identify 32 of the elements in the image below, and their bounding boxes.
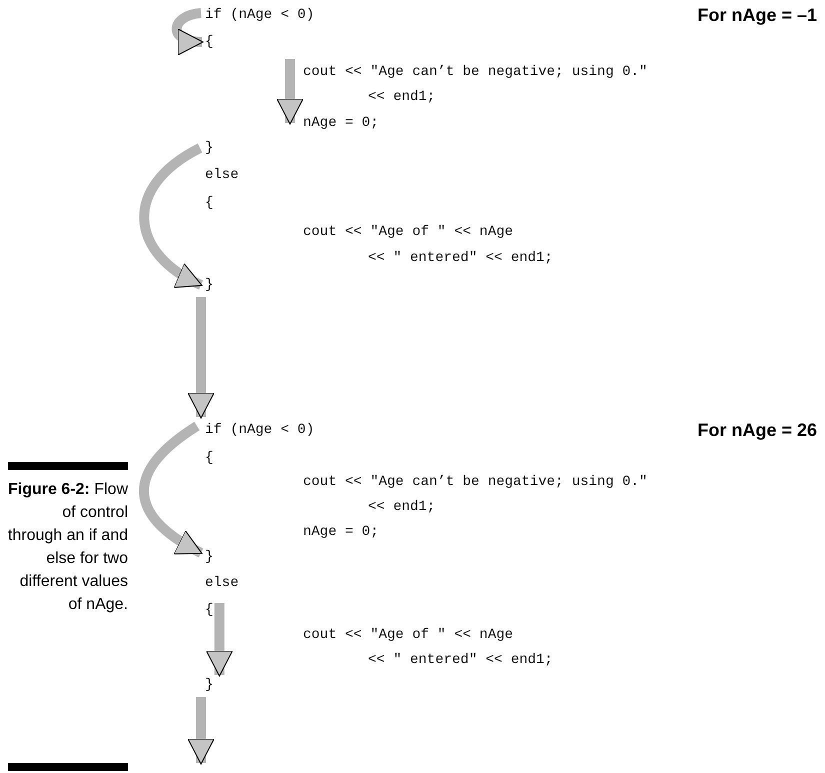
code-line: { bbox=[205, 601, 214, 619]
code-line: } bbox=[205, 548, 214, 566]
figure-caption: Figure 6-2: Flow of control through an if and else for two different values of nAge. bbox=[6, 480, 128, 615]
code-line: nAge = 0; bbox=[303, 114, 379, 132]
code-line: { bbox=[205, 449, 214, 467]
code-line: cout << "Age can’t be negative; using 0." bbox=[303, 473, 648, 491]
code-line: else bbox=[205, 166, 239, 184]
code-line: nAge = 0; bbox=[303, 523, 379, 541]
arrow bbox=[172, 8, 204, 54]
code-line: << " entered" << end1; bbox=[368, 249, 553, 267]
value-heading: For nAge = –1 bbox=[697, 4, 817, 26]
code-line: cout << "Age can’t be negative; using 0." bbox=[303, 63, 648, 81]
code-line: else bbox=[205, 574, 239, 592]
arrow bbox=[188, 297, 214, 418]
code-line: << end1; bbox=[368, 498, 436, 516]
arrow bbox=[276, 59, 304, 124]
arrow bbox=[206, 603, 233, 676]
value-heading: For nAge = 26 bbox=[697, 419, 817, 441]
code-line: } bbox=[205, 276, 214, 294]
code-line: if (nAge < 0) bbox=[205, 6, 314, 24]
code-line: cout << "Age of " << nAge bbox=[303, 223, 514, 241]
code-line: } bbox=[205, 139, 214, 157]
code-line: << end1; bbox=[368, 88, 436, 106]
code-line: } bbox=[205, 676, 214, 694]
arrow bbox=[139, 422, 204, 558]
code-line: cout << "Age of " << nAge bbox=[303, 626, 514, 644]
arrow bbox=[188, 697, 214, 764]
code-line: << " entered" << end1; bbox=[368, 651, 553, 669]
arrow bbox=[139, 144, 204, 290]
code-line: { bbox=[205, 194, 214, 212]
code-line: { bbox=[205, 33, 214, 51]
code-line: if (nAge < 0) bbox=[205, 421, 314, 439]
